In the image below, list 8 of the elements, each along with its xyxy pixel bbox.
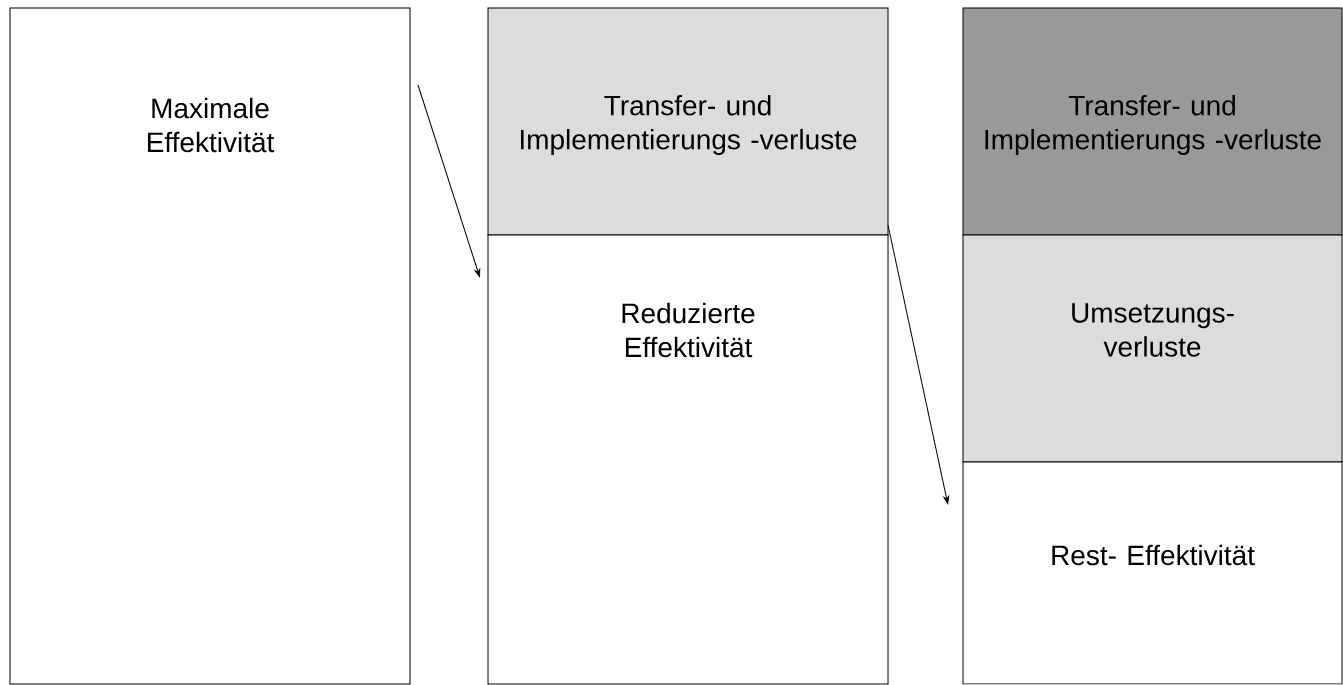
arrow [417,84,481,278]
loss-box: Transfer- und Implementierungs -verluste [962,7,1343,236]
column-box: Rest- Effektivität [962,461,1343,685]
loss-box: Umsetzungs- verluste [962,234,1343,463]
loss-box: Transfer- und Implementierungs -verluste [487,7,889,236]
column-box: Maximale Effektivität [9,7,411,685]
arrow [887,224,950,504]
column-box: Reduzierte Effektivität [487,234,889,685]
